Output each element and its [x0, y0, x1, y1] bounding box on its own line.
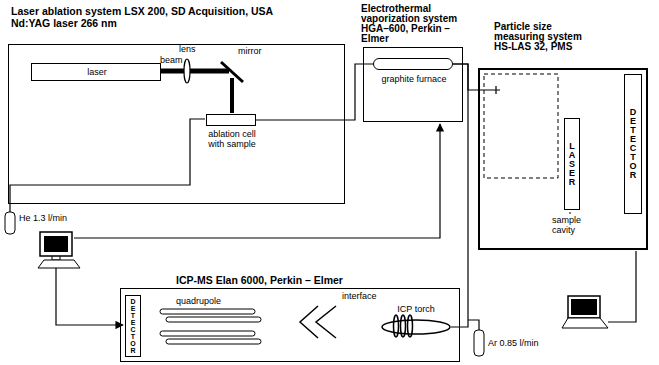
vertical-label: LASER: [568, 142, 577, 187]
data-line: [608, 251, 636, 322]
node-text: ablation cell with sample: [200, 129, 264, 150]
control-line: [74, 124, 440, 238]
inlet-nozzle: [478, 86, 500, 94]
part-label: mirror: [238, 46, 262, 56]
vertical-label: DETECTOR: [130, 298, 137, 354]
lens-symbol: [184, 59, 190, 83]
laptop-icon: [562, 296, 608, 328]
detector-unit: DETECTOR: [125, 295, 141, 357]
node-text: ICP torch: [381, 304, 451, 314]
laser-box: laser: [31, 63, 161, 81]
control-line: [56, 268, 123, 325]
gas-cylinder: [5, 212, 15, 234]
laser-beam: [160, 69, 229, 74]
interface-cones: [300, 306, 336, 338]
node-text: Laser ablation system LSX 200, SD Acquis…: [11, 5, 311, 29]
tube-connector: [256, 64, 373, 120]
graphite-furnace: graphite furnace: [373, 58, 453, 70]
part-label: lens: [179, 44, 196, 54]
computer-icon: [38, 232, 80, 268]
gas-cylinder: [474, 330, 484, 356]
part-label: sample cavity: [552, 215, 602, 236]
flow-label: He 1.3 l/min: [19, 213, 67, 223]
node-text: graphite furnace: [369, 74, 459, 84]
part-label: quadrupole: [176, 296, 221, 306]
detector-unit: DETECTOR: [624, 74, 642, 214]
part-label: interface: [342, 291, 377, 301]
system-box: graphite furnaceElectrothermal vaporizat…: [363, 47, 463, 122]
node-text: Electrothermal vaporization system HGA–6…: [361, 4, 473, 44]
icp-torch: ICP torch: [381, 319, 451, 335]
torch-outline: [381, 319, 451, 335]
system-box: DETECTORICP torchICP-MS Elan 6000, Perki…: [120, 288, 460, 362]
laser-beam: [230, 78, 234, 113]
node-text: ICP-MS Elan 6000, Perkin – Elmer: [176, 274, 456, 286]
gas-line: [10, 119, 205, 212]
laser-unit: LASER: [564, 118, 580, 210]
gas-line: [468, 320, 479, 330]
flow-label: Ar 0.85 l/min: [488, 338, 539, 348]
vertical-label: DETECTOR: [629, 108, 638, 180]
mirror-symbol: [221, 62, 243, 82]
tube-connector: [453, 64, 478, 90]
ablation-cell: ablation cell with sample: [206, 114, 256, 126]
system-box: laserablation cell with sampleLaser abla…: [8, 44, 345, 204]
node-text: laser: [32, 67, 162, 77]
node-text: Particle size measuring system HS-LAS 32…: [494, 22, 599, 52]
quadrupole-rods: [160, 309, 261, 344]
leader-line: [570, 212, 571, 214]
part-label: beam: [160, 55, 183, 65]
